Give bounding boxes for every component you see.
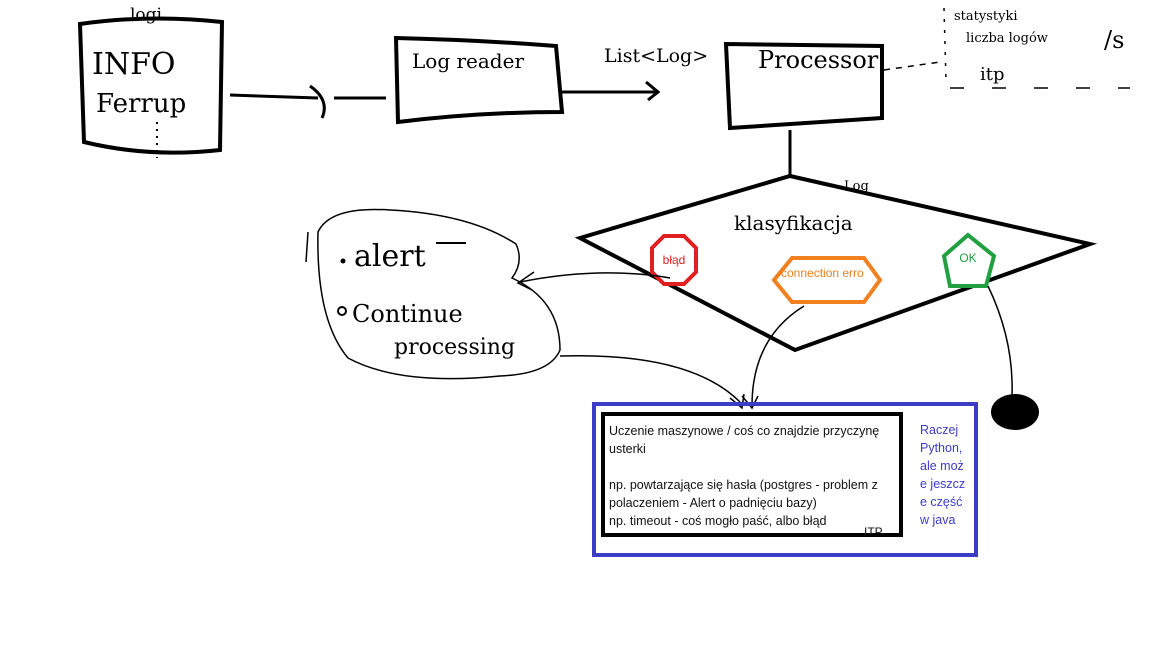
source-label-2: Ferrup <box>96 89 186 119</box>
stats-border-left <box>943 7 947 81</box>
alert-node <box>317 208 561 380</box>
reader-node <box>393 35 565 125</box>
edge-label: List<Log> <box>604 45 708 67</box>
ok-to-terminal-link <box>987 285 1013 397</box>
stats-line-3: itp <box>980 64 1005 85</box>
error-class-label: błąd <box>663 253 686 267</box>
language-note: Raczej Python, ale może jeszcze część w … <box>920 423 966 527</box>
ok-class-shape <box>941 232 997 288</box>
ml-line-3: np. timeout - coś mogło paść, albo błąd … <box>609 514 827 533</box>
connection-class-shape <box>771 256 883 304</box>
processor-to-stats-link <box>883 61 941 71</box>
terminal-node <box>991 394 1039 430</box>
classification-label: klasyfikacja <box>734 211 853 235</box>
stats-line-2: liczba logów <box>966 31 1048 46</box>
stats-line-4: /s <box>1104 26 1124 54</box>
processor-node <box>723 41 884 131</box>
classifier-node <box>574 173 1098 353</box>
error-class-shape <box>650 234 698 286</box>
alert-bullet-1 <box>340 258 346 264</box>
ml-tag: ITP <box>864 525 883 539</box>
ml-line-2: np. powtarzające się hasła (postgres - p… <box>609 478 878 510</box>
alert-label: alert <box>354 239 426 274</box>
alert-cloud-tick <box>305 231 309 263</box>
arrow-connection-to-ml <box>741 305 805 410</box>
source-title: logi <box>130 5 163 25</box>
arrow-alert-to-ml <box>559 354 745 410</box>
ok-class-label: OK <box>959 251 976 265</box>
arrow-error-to-alert <box>516 271 671 291</box>
reader-label: Log reader <box>412 49 524 73</box>
logo-label: Log <box>844 179 869 194</box>
source-label-1: INFO <box>92 47 176 82</box>
alert-bullet-2 <box>337 306 347 316</box>
connection-class-label: connection erro <box>781 266 864 280</box>
ml-analysis-box: Uczenie maszynowe / coś co znajdzie przy… <box>601 412 903 537</box>
source-node <box>77 16 225 155</box>
processing-label: processing <box>394 335 515 360</box>
implementation-note-box <box>592 402 978 557</box>
arrow-reader-to-processor <box>562 80 661 102</box>
arrow-source-to-reader <box>229 84 386 119</box>
continue-label: Continue <box>352 300 463 328</box>
stats-line-1: statystyki <box>954 9 1018 24</box>
processor-label: Processor <box>758 46 879 74</box>
ml-line-1: Uczenie maszynowe / coś co znajdzie przy… <box>609 424 880 456</box>
